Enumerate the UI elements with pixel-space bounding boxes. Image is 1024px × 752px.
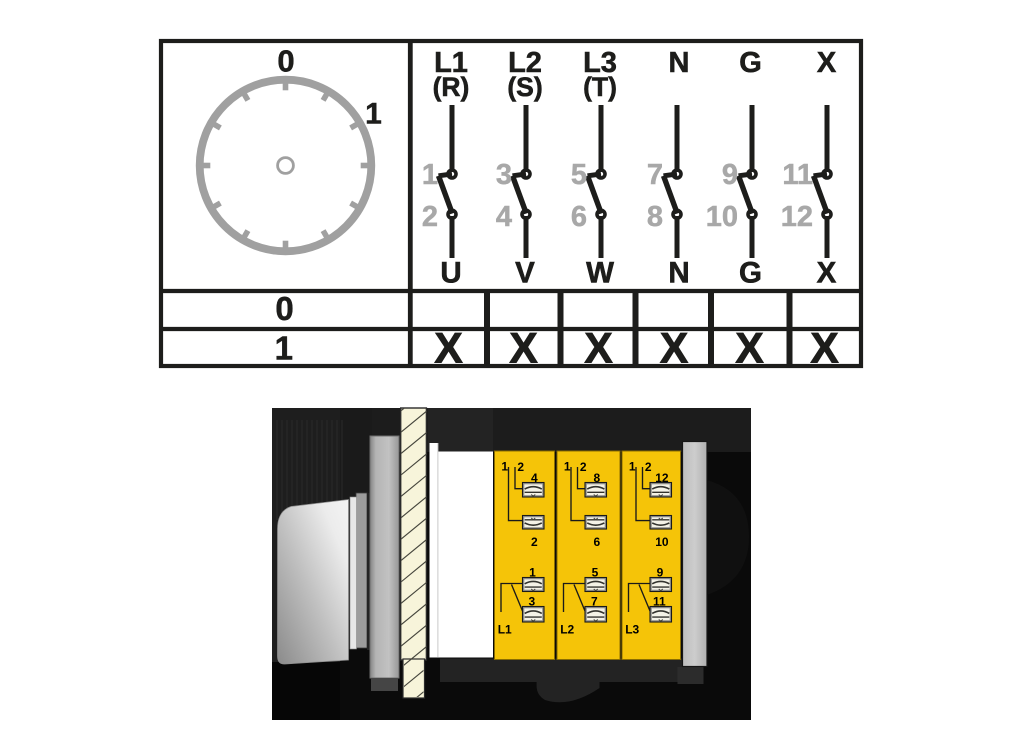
svg-text:4: 4	[496, 201, 512, 233]
svg-text:1: 1	[501, 460, 508, 474]
svg-text:L3: L3	[625, 623, 639, 637]
svg-text:U: U	[440, 257, 461, 290]
svg-text:X: X	[660, 325, 688, 372]
svg-text:0: 0	[277, 44, 294, 79]
svg-text:X: X	[735, 325, 763, 372]
svg-text:1: 1	[365, 98, 382, 131]
svg-text:(R): (R)	[433, 72, 470, 102]
svg-text:N: N	[668, 257, 689, 290]
svg-text:L2: L2	[508, 47, 542, 79]
svg-text:7: 7	[591, 594, 598, 608]
svg-text:X: X	[817, 47, 837, 79]
svg-text:N: N	[669, 47, 690, 79]
svg-text:3: 3	[496, 159, 512, 191]
svg-text:6: 6	[594, 535, 601, 549]
svg-text:2: 2	[645, 460, 652, 474]
svg-text:(T): (T)	[583, 72, 617, 102]
svg-text:X: X	[810, 325, 838, 372]
svg-text:5: 5	[592, 566, 599, 580]
svg-text:1: 1	[564, 460, 571, 474]
svg-text:11: 11	[782, 159, 813, 191]
svg-text:8: 8	[594, 471, 601, 485]
svg-text:L3: L3	[583, 47, 617, 79]
svg-text:2: 2	[580, 460, 587, 474]
svg-text:10: 10	[706, 201, 738, 233]
svg-text:12: 12	[781, 201, 813, 233]
svg-text:9: 9	[722, 159, 738, 191]
svg-text:X: X	[584, 325, 612, 372]
svg-text:W: W	[586, 257, 614, 290]
svg-text:1: 1	[529, 566, 536, 580]
svg-text:7: 7	[647, 159, 663, 191]
svg-text:12: 12	[655, 471, 669, 485]
svg-text:L2: L2	[560, 623, 574, 637]
svg-text:L1: L1	[434, 47, 468, 79]
svg-text:G: G	[739, 47, 762, 79]
svg-text:1: 1	[422, 159, 438, 191]
svg-text:(S): (S)	[507, 72, 542, 102]
svg-text:9: 9	[657, 566, 664, 580]
svg-text:10: 10	[655, 535, 669, 549]
svg-text:11: 11	[653, 594, 666, 608]
svg-text:G: G	[739, 257, 762, 290]
svg-text:L1: L1	[498, 623, 512, 637]
svg-text:8: 8	[647, 201, 663, 233]
svg-text:V: V	[515, 257, 535, 290]
svg-text:6: 6	[571, 201, 587, 233]
svg-text:0: 0	[275, 290, 293, 327]
svg-text:2: 2	[531, 535, 538, 549]
svg-text:X: X	[817, 257, 837, 290]
svg-text:X: X	[434, 325, 462, 372]
svg-text:3: 3	[528, 594, 535, 608]
svg-text:1: 1	[275, 329, 293, 366]
svg-text:5: 5	[571, 159, 587, 191]
svg-text:2: 2	[422, 201, 438, 233]
svg-text:2: 2	[517, 460, 524, 474]
svg-text:X: X	[509, 325, 537, 372]
svg-text:4: 4	[531, 471, 538, 485]
svg-text:1: 1	[629, 460, 636, 474]
